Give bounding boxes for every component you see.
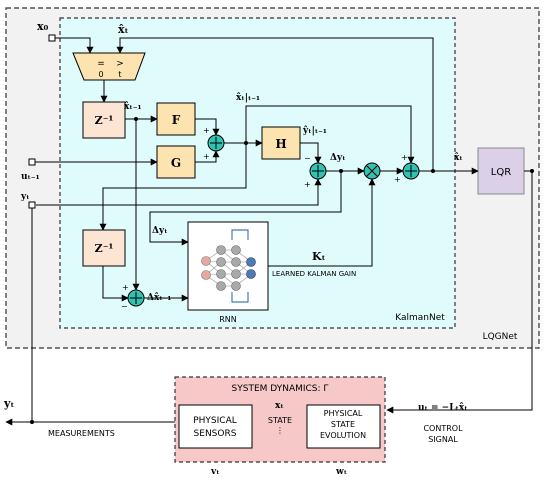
- svg-text:−: −: [121, 302, 128, 311]
- yhat-pred-label: ŷₜ|ₜ₋₁: [302, 125, 327, 136]
- f-block-label: F: [172, 113, 181, 127]
- xhat-out-label: x̂ₜ: [454, 152, 463, 163]
- physical-state-evolution-block: [306, 404, 381, 449]
- sum-node-predict: [207, 134, 225, 152]
- sensors-label-2: SENSORS: [194, 429, 237, 439]
- initial-selector: = > 0 t: [72, 52, 146, 81]
- lqr-label: LQR: [491, 167, 511, 178]
- svg-text:+: +: [304, 180, 311, 189]
- delay-block-top: [82, 101, 126, 139]
- kt-label: Kₜ: [312, 250, 326, 263]
- delay-bottom-label: Z⁻¹: [95, 242, 114, 255]
- f-block: [156, 102, 196, 136]
- wiring: [5, 37, 533, 462]
- output-junction-dot: [431, 169, 435, 173]
- g-block-label: G: [171, 156, 181, 170]
- sum-node-update: [402, 162, 420, 180]
- sum-node-state-diff: [127, 289, 145, 307]
- lqr-block: [477, 147, 525, 195]
- dy-junction-dot: [339, 169, 343, 173]
- x-t-label: xₜ: [275, 401, 284, 411]
- y-t-in-label: yₜ: [20, 192, 30, 202]
- physical-sensors-block: [178, 404, 253, 449]
- multiply-node: [363, 162, 381, 180]
- evolution-label-1: PHYSICAL: [324, 409, 363, 418]
- rnn-box: [187, 221, 269, 311]
- selector-right-index: t: [118, 70, 121, 79]
- svg-text:+: +: [203, 126, 210, 135]
- sign-labels: + + − + + + + −: [121, 126, 408, 311]
- v-t-label: vₜ: [210, 467, 220, 477]
- dy-label: Δyₜ: [330, 153, 346, 163]
- measurements-label: MEASUREMENTS: [48, 429, 115, 438]
- svg-text:−: −: [304, 154, 311, 163]
- dxhat-prev-label: Δx̂ₜ₋₁: [147, 292, 171, 303]
- kalmannet-label: KalmanNet: [395, 313, 445, 323]
- svg-text:+: +: [203, 152, 210, 161]
- y-t-port: [28, 201, 36, 209]
- u-prev-label: uₜ₋₁: [21, 172, 40, 182]
- control-law-label: uₜ = −Lₜx̂ₜ: [418, 402, 468, 413]
- ymeas-junction-dot: [30, 420, 34, 424]
- xhat-t-top-label: x̂ₜ: [118, 23, 129, 36]
- control-label-2: SIGNAL: [428, 435, 458, 444]
- svg-text:+: +: [401, 153, 408, 162]
- evolution-label-3: EVOLUTION: [320, 431, 366, 440]
- selector-left-index: 0: [98, 70, 103, 79]
- rnn-network-icon: [201, 229, 256, 303]
- delay-top-label: Z⁻¹: [95, 114, 114, 127]
- learned-gain-label: LEARNED KALMAN GAIN: [272, 270, 356, 278]
- rnn-label: RNN: [219, 315, 237, 324]
- sensors-label-1: PHYSICAL: [193, 416, 237, 426]
- x0-label: x₀: [37, 20, 49, 33]
- selector-left-symbol: =: [97, 59, 105, 69]
- svg-text:+: +: [122, 283, 129, 292]
- x0-port: [48, 34, 56, 42]
- state-dots: ⋮: [276, 426, 284, 435]
- dy-rnn-label: Δyₜ: [152, 226, 168, 236]
- evolution-label-2: STATE: [331, 420, 355, 429]
- xprev-junction-dot: [134, 117, 138, 121]
- h-block-label: H: [275, 137, 286, 151]
- xhat-pred-label: x̂ₜ|ₜ₋₁: [236, 92, 260, 103]
- system-dynamics-title: SYSTEM DYNAMICS: Γ: [232, 384, 329, 394]
- delay-block-bottom: [82, 229, 126, 267]
- lqr-junction-dot: [530, 169, 534, 173]
- sum-node-innovation: [309, 162, 327, 180]
- w-t-label: wₜ: [335, 467, 347, 477]
- selector-right-symbol: >: [116, 59, 124, 69]
- state-label: STATE: [268, 416, 292, 425]
- lqgnet-label: LQGNet: [483, 332, 518, 342]
- xpred-junction-dot: [244, 141, 248, 145]
- y-t-out-label: yₜ: [3, 397, 14, 410]
- svg-text:+: +: [394, 175, 401, 184]
- control-label-1: CONTROL: [423, 424, 463, 433]
- u-prev-port: [28, 158, 36, 166]
- xhat-prev-label: x̂ₜ₋₁: [124, 101, 141, 112]
